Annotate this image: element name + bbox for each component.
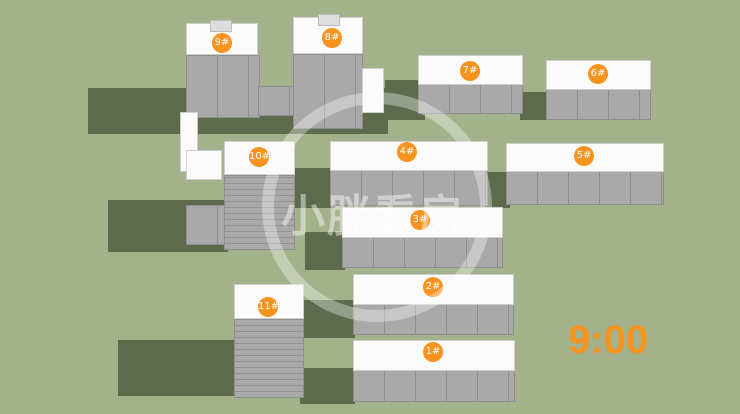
label-11: 11# (258, 297, 279, 317)
roof-structure (210, 20, 232, 32)
building-1-facade (353, 370, 515, 402)
building-5-facade (506, 171, 664, 205)
building-link-facade (258, 86, 294, 116)
shadow-6 (520, 92, 550, 120)
label-8: 8# (322, 28, 342, 48)
building-11-facade (234, 318, 304, 398)
label-6: 6# (588, 64, 608, 84)
label-10: 10# (249, 147, 270, 167)
roof-structure (318, 14, 340, 26)
shadow-11 (118, 340, 238, 396)
low-building-roof-2 (186, 150, 222, 180)
label-1: 1# (423, 342, 443, 362)
label-5: 5# (574, 146, 594, 166)
shadow-1 (300, 368, 355, 404)
building-9-facade (186, 55, 260, 118)
label-9: 9# (212, 33, 232, 53)
watermark-text: 小胖看房 (281, 191, 465, 242)
building-6-facade (546, 89, 651, 120)
building-10-podium (186, 205, 226, 245)
time-label: 9:00 (568, 318, 649, 362)
label-7: 7# (460, 61, 480, 81)
